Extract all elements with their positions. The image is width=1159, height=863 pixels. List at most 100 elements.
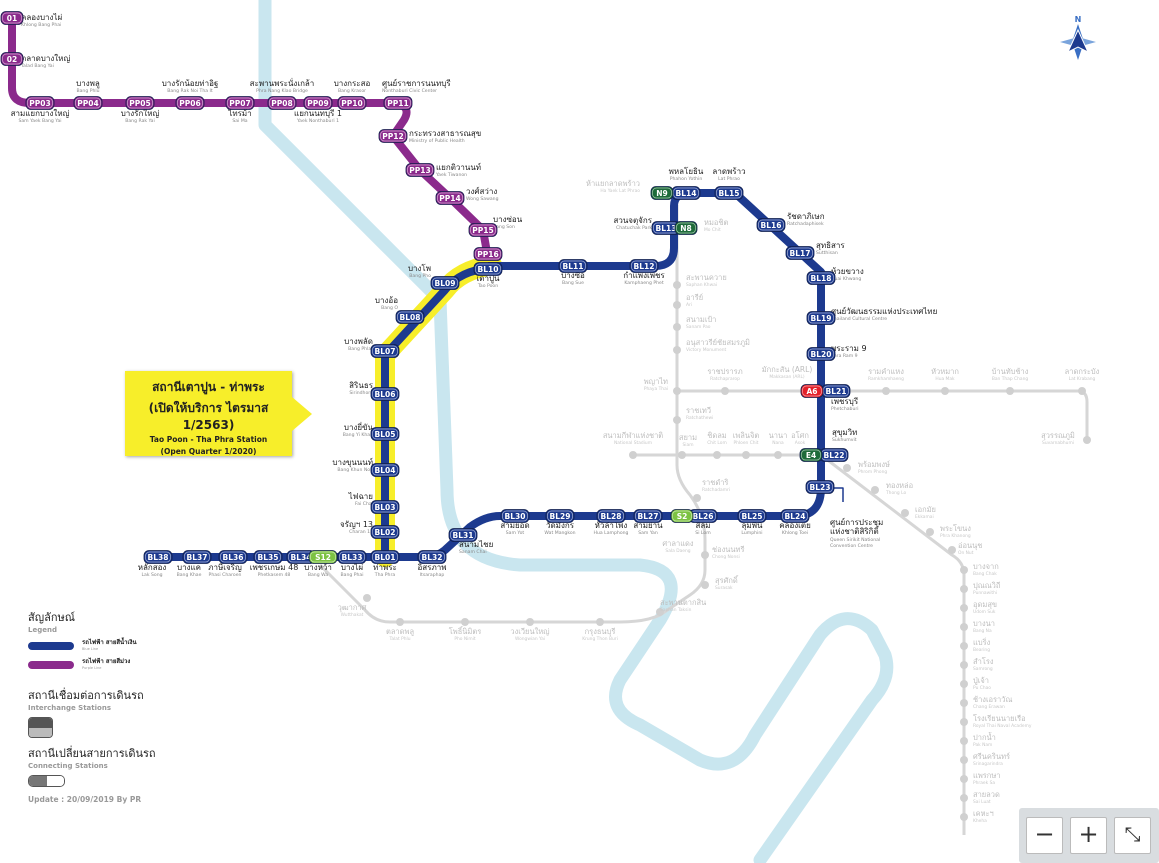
blue-station-bl09[interactable]: BL09: [430, 276, 460, 290]
blue-station-bl36[interactable]: BL36: [218, 550, 248, 564]
station-badge-shape: [143, 550, 173, 564]
connecting-station-n8[interactable]: N8: [674, 221, 698, 235]
station-badge-inner-ring: [385, 97, 411, 109]
blue-station-bl15[interactable]: BL15: [714, 186, 744, 200]
station-code: BL16: [761, 221, 782, 230]
blue-station-bl12[interactable]: BL12: [629, 259, 659, 273]
blue-station-bl11[interactable]: BL11: [558, 259, 588, 273]
blue-station-bl30[interactable]: BL30: [500, 509, 530, 523]
gray-station-31-name-th: พร้อมพงษ์: [858, 460, 890, 469]
connecting-station-n9[interactable]: N9: [650, 186, 674, 200]
blue-station-bl14[interactable]: BL14: [671, 186, 701, 200]
zoom-controls: − + ⤡: [1019, 808, 1159, 863]
blue-station-bl12-name-en: Kamphaeng Phet: [624, 280, 663, 286]
blue-station-bl01[interactable]: BL01: [370, 550, 400, 564]
station-code: 01: [7, 14, 17, 23]
purple-station-pp16[interactable]: PP16: [473, 247, 503, 261]
blue-station-bl35[interactable]: BL35: [253, 550, 283, 564]
purple-station-pp07[interactable]: PP07: [225, 96, 255, 110]
connecting-station-s12[interactable]: S12: [308, 550, 338, 564]
station-badge-shape: [596, 509, 626, 523]
gray-station-dot: [742, 451, 750, 459]
blue-station-bl33[interactable]: BL33: [337, 550, 367, 564]
blue-station-bl37[interactable]: BL37: [182, 550, 212, 564]
station-badge-shape: [799, 448, 823, 462]
purple-station-pp10[interactable]: PP10: [337, 96, 367, 110]
blue-station-bl38[interactable]: BL38: [143, 550, 173, 564]
blue-station-bl23[interactable]: BL23: [805, 480, 835, 494]
purple-station-pp05[interactable]: PP05: [125, 96, 155, 110]
compass-north-label: N: [1075, 15, 1082, 24]
blue-station-bl18[interactable]: BL18: [806, 271, 836, 285]
blue-station-bl06[interactable]: BL06: [370, 387, 400, 401]
blue-station-bl10[interactable]: BL10: [473, 262, 503, 276]
gray-station-24-name-en: Lat Krabang: [1069, 376, 1096, 382]
blue-station-bl34-name-th: บางหว้า: [304, 563, 332, 572]
purple-station-pp12[interactable]: PP12: [378, 129, 408, 143]
blue-station-bl29[interactable]: BL29: [545, 509, 575, 523]
purple-station-pp11[interactable]: PP11: [383, 96, 413, 110]
purple-station-pp06[interactable]: PP06: [175, 96, 205, 110]
station-code: BL30: [505, 512, 526, 521]
blue-station-bl20-name-th: พระราม 9: [831, 344, 867, 353]
connecting-station-a6[interactable]: A6: [800, 384, 824, 398]
blue-station-bl31[interactable]: BL31: [448, 528, 478, 542]
blue-station-bl32[interactable]: BL32: [417, 550, 447, 564]
purple-station-pp09[interactable]: PP09: [303, 96, 333, 110]
blue-station-bl25[interactable]: BL25: [737, 509, 767, 523]
purple-station-pp13[interactable]: PP13: [405, 163, 435, 177]
blue-station-bl03[interactable]: BL03: [370, 500, 400, 514]
blue-station-bl17[interactable]: BL17: [785, 246, 815, 260]
blue-station-bl07[interactable]: BL07: [370, 344, 400, 358]
fullscreen-button[interactable]: ⤡: [1114, 817, 1151, 854]
gray-station-21-name-en: Ramkhamhaeng: [868, 376, 904, 382]
zoom-in-button[interactable]: +: [1070, 817, 1107, 854]
connecting-station-s2[interactable]: S2: [670, 509, 694, 523]
blue-station-bl08[interactable]: BL08: [395, 310, 425, 324]
purple-station-pp06-name-en: Bang Rak Noi Tha It: [167, 88, 213, 94]
purple-station-pp15[interactable]: PP15: [468, 223, 498, 237]
blue-station-bl14-name-th: พหลโยธิน: [669, 166, 704, 176]
gray-station-dot: [713, 451, 721, 459]
blue-station-bl02[interactable]: BL02: [370, 525, 400, 539]
gray-station-dot: [960, 699, 968, 707]
purple-station-pp03[interactable]: PP03: [25, 96, 55, 110]
station-badge-inner-ring: [807, 481, 833, 493]
gray-station-dot: [960, 813, 968, 821]
blue-station-bl28-name-th: หัวลำโพง: [595, 520, 628, 530]
blue-station-bl11-name-th: บางซื่อ: [561, 269, 585, 280]
station-badge-shape: [806, 347, 836, 361]
blue-station-bl30-name-en: Sam Yot: [506, 530, 525, 536]
station-badge-inner-ring: [380, 130, 406, 142]
gray-station-dot: [693, 494, 701, 502]
station-badge-shape: [370, 525, 400, 539]
station-badge-shape: [218, 550, 248, 564]
gray-station-19-name-en: Ratchaprarop: [710, 376, 740, 382]
blue-station-bl22[interactable]: BL22: [819, 448, 849, 462]
gray-station-3-name-en: Ari: [686, 302, 692, 308]
gray-station-dot: [960, 794, 968, 802]
gray-station-40-name-en: Bearing: [973, 647, 990, 653]
blue-station-bl24[interactable]: BL24: [780, 509, 810, 523]
zoom-out-button[interactable]: −: [1026, 817, 1063, 854]
legend-subtitle: Legend: [28, 626, 57, 634]
blue-station-bl16[interactable]: BL16: [756, 218, 786, 232]
blue-station-bl19[interactable]: BL19: [806, 311, 836, 325]
purple-station-02[interactable]: 02: [0, 52, 24, 66]
connecting-station-e4[interactable]: E4: [799, 448, 823, 462]
purple-station-pp04[interactable]: PP04: [73, 96, 103, 110]
purple-station-pp14[interactable]: PP14: [435, 191, 465, 205]
gray-station-32-name-th: ทองหล่อ: [886, 481, 913, 490]
blue-station-bl05[interactable]: BL05: [370, 427, 400, 441]
blue-station-bl20[interactable]: BL20: [806, 347, 836, 361]
gray-station-dot: [673, 387, 681, 395]
blue-station-bl21[interactable]: BL21: [821, 384, 851, 398]
purple-station-pp08[interactable]: PP08: [267, 96, 297, 110]
blue-station-bl27[interactable]: BL27: [633, 509, 663, 523]
gray-station-21-name-th: รามคำแหง: [868, 367, 904, 376]
blue-station-bl28[interactable]: BL28: [596, 509, 626, 523]
station-badge-inner-ring: [372, 388, 398, 400]
blue-station-bl04[interactable]: BL04: [370, 463, 400, 477]
purple-station-01[interactable]: 01: [0, 11, 24, 25]
